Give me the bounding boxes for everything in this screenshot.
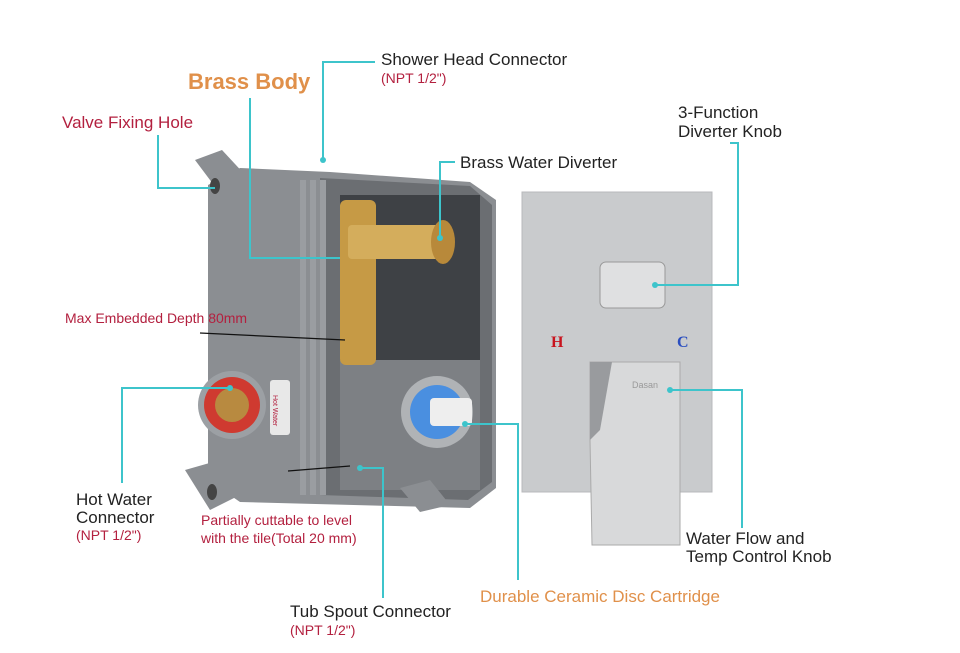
hot-water-sticker: Hot Water <box>271 395 278 427</box>
cuttable-label-line1: Partially cuttable to level <box>201 512 352 528</box>
brass-water-diverter-label: Brass Water Diverter <box>460 153 618 172</box>
hot-water-label-line1: Hot Water <box>76 490 152 509</box>
brand-logo-text: Dasan <box>632 380 659 390</box>
dimension-lines <box>199 332 351 472</box>
hot-water-spec: (NPT 1/2") <box>76 527 142 543</box>
control-knob-label-line1: Water Flow and <box>686 529 805 548</box>
hot-water-inlet <box>198 371 290 439</box>
control-knob-label-line2: Temp Control Knob <box>686 547 832 566</box>
cold-indicator: C <box>677 334 689 351</box>
ceramic-cartridge <box>401 376 473 448</box>
tub-spout-connector-spec: (NPT 1/2") <box>290 622 356 638</box>
hot-water-label-line2: Connector <box>76 508 155 527</box>
cuttable-label-line2: with the tile(Total 20 mm) <box>201 530 357 546</box>
brass-body-label: Brass Body <box>188 69 311 94</box>
tub-spout-connector-label: Tub Spout Connector <box>290 602 451 621</box>
hot-indicator: H <box>551 334 564 351</box>
ceramic-cartridge-label: Durable Ceramic Disc Cartridge <box>480 587 720 606</box>
valve-fixing-hole-label: Valve Fixing Hole <box>62 113 194 132</box>
max-depth-label: Max Embedded Depth 80mm <box>65 310 248 326</box>
diverter-knob-label-line2: Diverter Knob <box>678 122 782 141</box>
shower-head-connector-spec: (NPT 1/2") <box>381 70 447 86</box>
brass-body <box>340 200 455 365</box>
shower-head-connector-label: Shower Head Connector <box>381 50 568 69</box>
diverter-knob-label-line1: 3-Function <box>678 103 759 122</box>
trim-plate <box>521 191 713 546</box>
leader-lines <box>121 61 743 598</box>
